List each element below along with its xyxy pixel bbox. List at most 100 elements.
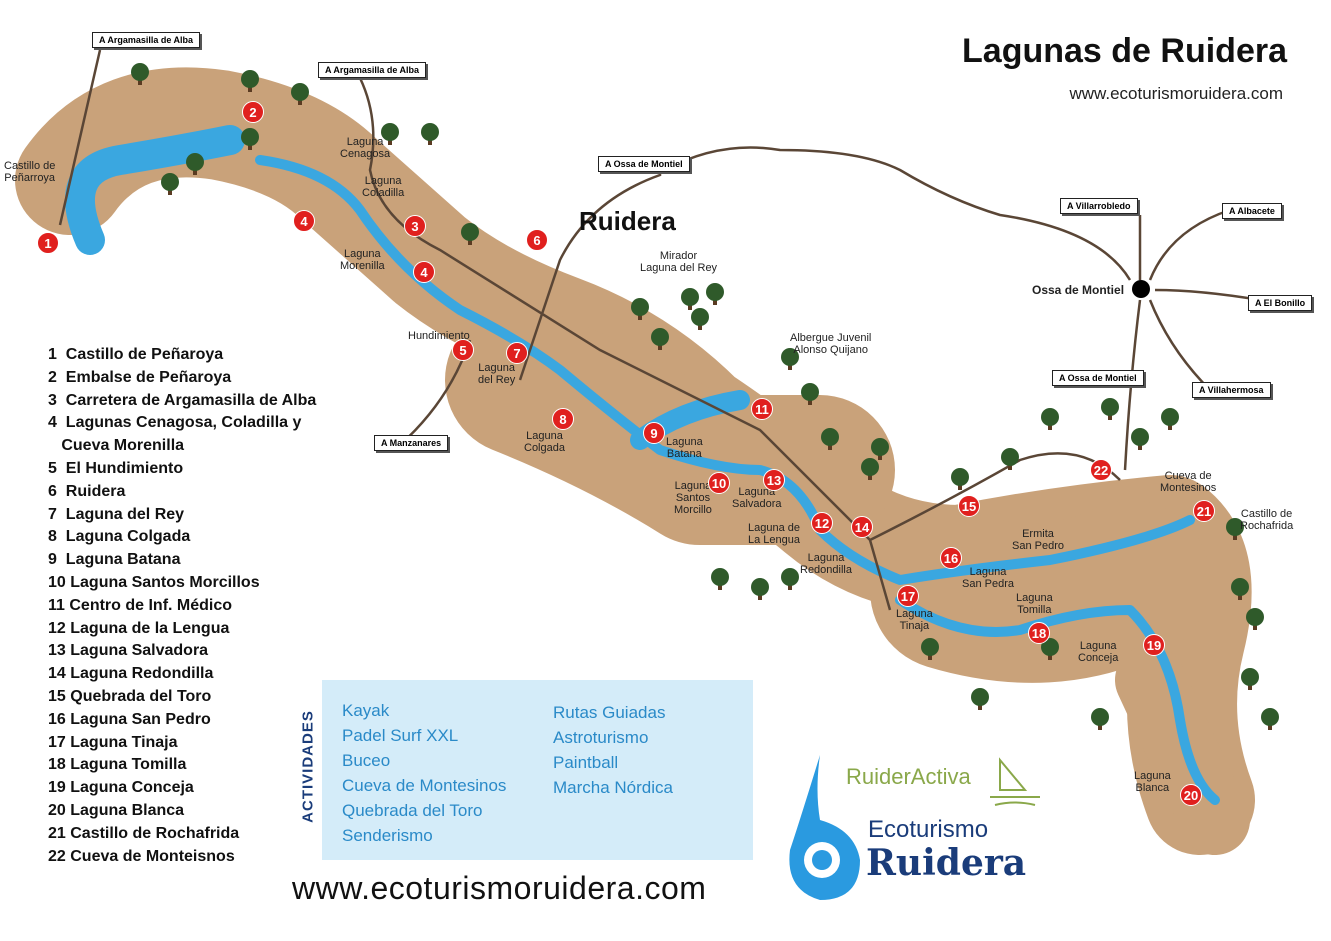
tree-icon — [921, 638, 939, 660]
legend-item: 18 Laguna Tomilla — [48, 756, 187, 774]
map-marker[interactable]: 16 — [940, 547, 962, 569]
tree-icon — [861, 458, 879, 480]
map-marker[interactable]: 21 — [1193, 500, 1215, 522]
road-sign: A Ossa de Montiel — [598, 156, 690, 172]
map-marker[interactable]: 7 — [506, 342, 528, 364]
water — [65, 125, 1220, 805]
tree-icon — [131, 63, 149, 85]
tree-icon — [1231, 578, 1249, 600]
tree-icon — [241, 128, 259, 150]
activity-item: Rutas Guiadas — [553, 703, 666, 722]
tree-icon — [186, 153, 204, 175]
map-label: Cueva de Montesinos — [1160, 470, 1217, 494]
brand-line-2: Ruidera — [866, 842, 1027, 884]
brand-line-1: Ecoturismo — [868, 816, 989, 843]
legend-item: 15 Quebrada del Toro — [48, 687, 212, 705]
tree-icon — [241, 70, 259, 92]
legend-item: Cueva Morenilla — [48, 437, 185, 455]
map-marker[interactable]: 4 — [413, 261, 435, 283]
map-marker[interactable]: 14 — [851, 516, 873, 538]
map-label: Albergue Juvenil Alonso Quijano — [790, 332, 872, 356]
tree-icon — [1246, 608, 1264, 630]
road-sign: A Manzanares — [374, 435, 449, 451]
legend-item: 14 Laguna Redondilla — [48, 665, 214, 683]
map-marker[interactable]: 10 — [708, 472, 730, 494]
legend-item: 11 Centro de Inf. Médico — [48, 596, 233, 614]
ossa-de-montiel-dot — [1132, 280, 1150, 298]
legend-item: 9 Laguna Batana — [48, 551, 181, 569]
legend-item: 22 Cueva de Monteisnos — [48, 847, 235, 865]
map-label: Laguna Redondilla — [800, 552, 852, 576]
legend-item: 1 Castillo de Peñaroya — [48, 346, 224, 363]
map-label: Ossa de Montiel — [1032, 283, 1125, 297]
map-marker[interactable]: 15 — [958, 495, 980, 517]
website-url-bottom[interactable]: www.ecoturismoruidera.com — [292, 870, 707, 906]
legend-item: 7 Laguna del Rey — [48, 505, 185, 523]
tree-icon — [1091, 708, 1109, 730]
tree-icon — [801, 383, 819, 405]
tree-icon — [821, 428, 839, 450]
map-label: Laguna Cenagosa — [340, 136, 391, 160]
map-label: Hundimiento — [408, 330, 470, 342]
map-marker[interactable]: 13 — [763, 469, 785, 491]
legend-item: 12 Laguna de la Lengua — [48, 619, 230, 637]
tree-icon — [1131, 428, 1149, 450]
map-label: Laguna de La Lengua — [748, 522, 800, 546]
map-marker[interactable]: 11 — [751, 398, 773, 420]
road-sign: A Argamasilla de Alba — [318, 62, 427, 78]
map-label: Laguna Conceja — [1078, 640, 1119, 664]
map-marker[interactable]: 12 — [811, 512, 833, 534]
ruideractiva-brand: RuiderActiva — [846, 764, 971, 789]
activity-item: Marcha Nórdica — [553, 778, 673, 797]
map-marker[interactable]: 22 — [1090, 459, 1112, 481]
legend-item: 20 Laguna Blanca — [48, 801, 185, 819]
map-marker[interactable]: 4 — [293, 210, 315, 232]
map-label: Laguna Santos Morcillo — [674, 480, 712, 516]
map-label: Castillo de Peñarroya — [4, 160, 56, 184]
tree-icon — [421, 123, 439, 145]
legend-item: 3 Carretera de Argamasilla de Alba — [48, 391, 317, 409]
map-marker[interactable]: 8 — [552, 408, 574, 430]
legend-item: 17 Laguna Tinaja — [48, 733, 178, 751]
activity-item: Buceo — [342, 751, 391, 770]
tree-icon — [871, 438, 889, 460]
map-label: Laguna San Pedra — [962, 566, 1014, 590]
tree-icon — [1226, 518, 1244, 540]
road-sign: A Villahermosa — [1192, 382, 1271, 398]
road-sign: A Albacete — [1222, 203, 1282, 219]
map-marker[interactable]: 18 — [1028, 622, 1050, 644]
map-marker[interactable]: 19 — [1143, 634, 1165, 656]
tree-icon — [1041, 638, 1059, 660]
tree-icon — [706, 283, 724, 305]
tree-icon — [1041, 408, 1059, 430]
tree-icon — [631, 298, 649, 320]
tree-icon — [1101, 398, 1119, 420]
map-marker[interactable]: 9 — [643, 422, 665, 444]
map-marker[interactable]: 1 — [37, 232, 59, 254]
activity-item: Quebrada del Toro — [342, 801, 483, 820]
map-label: Laguna Colgada — [524, 430, 565, 454]
map-marker[interactable]: 3 — [404, 215, 426, 237]
map-marker[interactable]: 6 — [526, 229, 548, 251]
map-marker[interactable]: 17 — [897, 585, 919, 607]
activity-item: Padel Surf XXL — [342, 726, 459, 745]
map-label: Laguna Salvadora — [732, 486, 782, 510]
map-marker[interactable]: 2 — [242, 101, 264, 123]
page-title: Lagunas de Ruidera — [962, 32, 1287, 70]
legend-item: 19 Laguna Conceja — [48, 779, 194, 797]
road-sign: A Ossa de Montiel — [1052, 370, 1144, 386]
legend-item: 21 Castillo de Rochafrida — [48, 824, 240, 842]
map-marker[interactable]: 5 — [452, 339, 474, 361]
legend-item: 5 El Hundimiento — [48, 459, 184, 477]
tree-icon — [711, 568, 729, 590]
map-marker[interactable]: 20 — [1180, 784, 1202, 806]
tree-icon — [971, 688, 989, 710]
website-url-top[interactable]: www.ecoturismoruidera.com — [1069, 84, 1283, 103]
town-label-ruidera: Ruidera — [579, 206, 676, 236]
activities-heading: ACTIVIDADES — [299, 710, 317, 823]
activity-item: Senderismo — [342, 826, 433, 845]
water-drop-logo-icon — [789, 755, 860, 900]
tree-icon — [681, 288, 699, 310]
